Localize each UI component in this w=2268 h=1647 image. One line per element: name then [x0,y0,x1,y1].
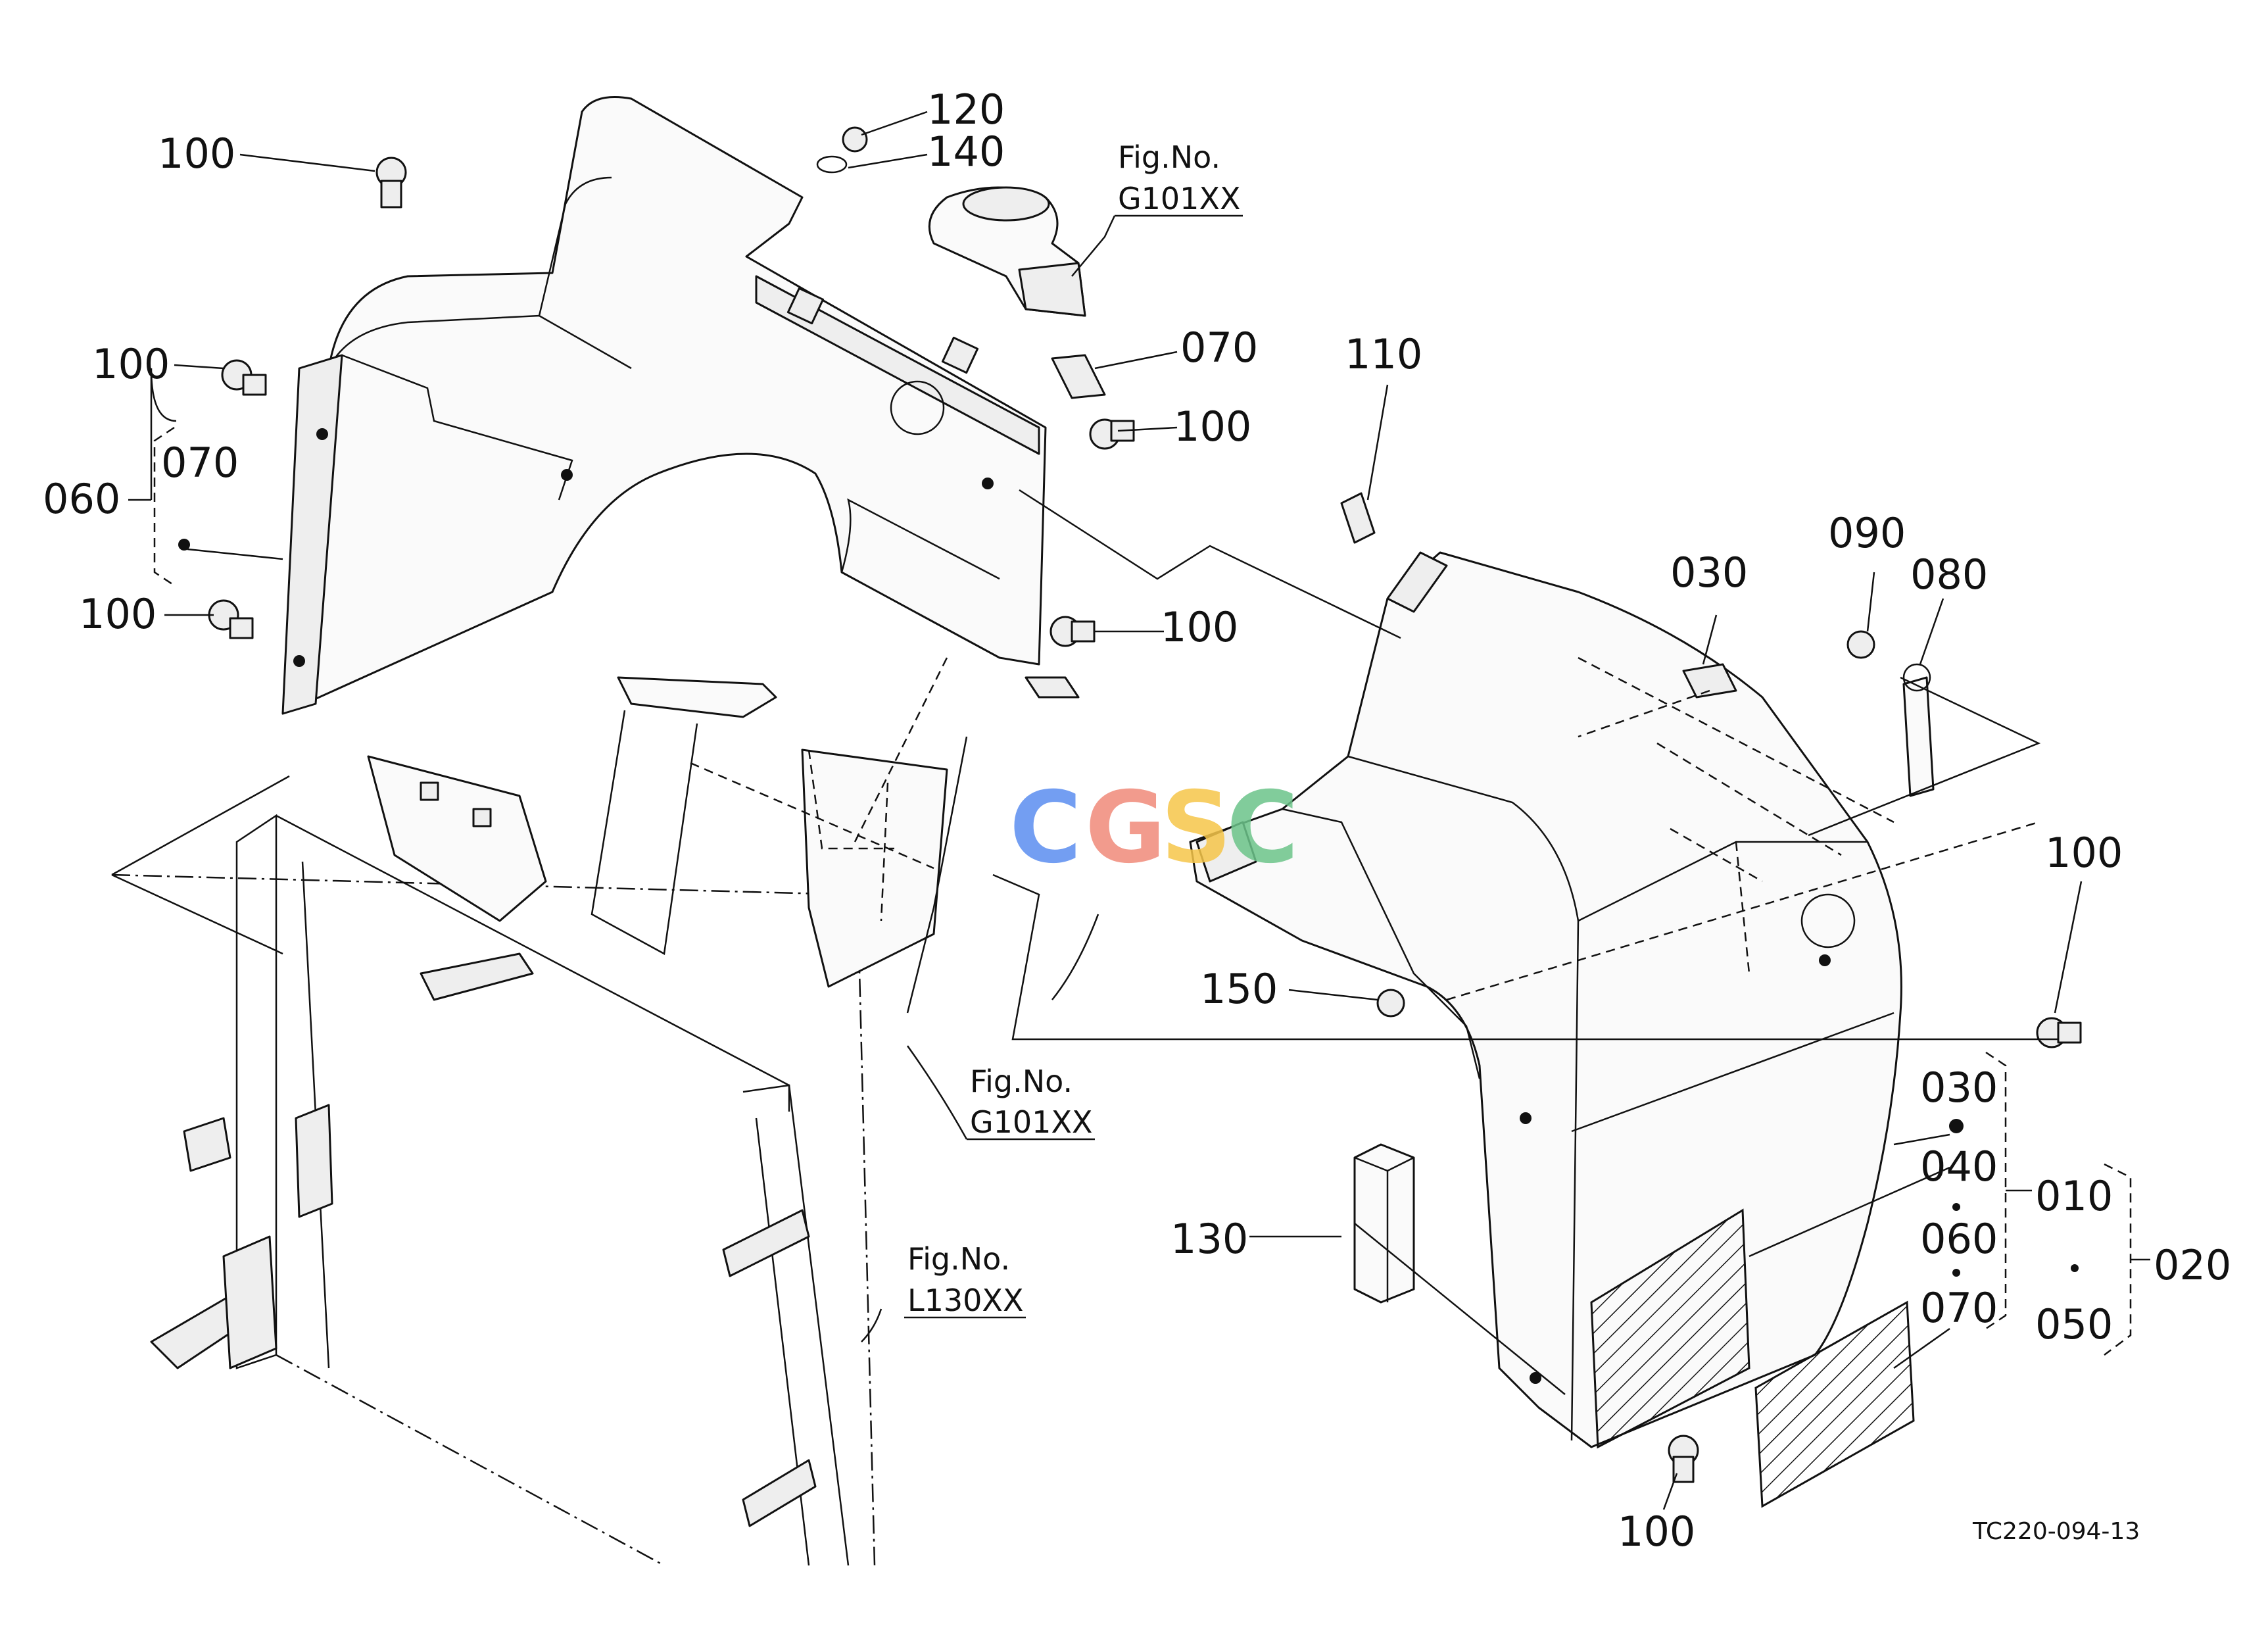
callout-100: 100 [1161,603,1238,651]
figure-reference-g101xx-mid: Fig.No. G101XX [906,1045,1095,1141]
figure-reference-g101xx-top: Fig.No. G101XX [1071,139,1243,277]
callout-110: 110 [1345,330,1422,378]
callout-050: 050 [2035,1300,2113,1348]
watermark-logo: C G S C [1009,771,1299,885]
fig-no-label: Fig.No. [970,1064,1073,1099]
callout-100: 100 [158,130,235,178]
group-bracket-020 [2104,1163,2132,1356]
reference-lines [111,489,2058,1395]
fig-no-code: G101XX [1118,181,1240,216]
watermark-letter: C [1009,771,1082,885]
callout-010: 010 [2035,1172,2113,1220]
left-upper-cover [281,96,1047,715]
group-bracket-060 [153,426,175,587]
watermark-letter: C [1226,771,1299,885]
callout-020: 020 [2154,1241,2231,1289]
watermark-letter: G [1085,771,1166,885]
fig-no-code: L130XX [907,1283,1023,1318]
strap-080 [1902,676,1935,797]
callout-070: 070 [161,439,239,487]
fig-no-code: G101XX [970,1104,1092,1140]
callout-040: 040 [1920,1143,1998,1191]
callout-070: 070 [1180,324,1258,372]
callout-030: 030 [1920,1064,1998,1112]
callout-030: 030 [1670,549,1748,597]
g101xx-reference-part [928,186,1086,317]
callout-060: 060 [1920,1215,1998,1263]
decal-050 [1754,1300,1915,1508]
callout-090: 090 [1828,509,1906,557]
callout-100: 100 [1174,403,1251,451]
callout-100: 100 [79,590,157,638]
fig-no-label: Fig.No. [1118,139,1220,175]
figure-reference-l130xx: Fig.No. L130XX [904,1241,1026,1319]
callout-120: 120 [927,86,1005,134]
callout-140: 140 [927,128,1005,176]
callout-100: 100 [2045,829,2123,877]
callout-080: 080 [1910,551,1988,599]
pad-130 [1353,1143,1415,1304]
decal-010 [1590,1208,1750,1449]
callout-060: 060 [43,475,120,523]
watermark-letter: S [1161,771,1232,885]
bracket-assembly [367,676,948,988]
right-fender-cover [1189,551,1902,1448]
callout-150: 150 [1200,965,1278,1013]
leader-lines [150,111,2083,1510]
fasteners [208,126,2082,1483]
callout-070: 070 [1920,1284,1998,1332]
fig-no-label: Fig.No. [907,1241,1010,1277]
callout-100: 100 [1618,1508,1695,1556]
drawing-code: TC220-094-13 [1972,1518,2140,1545]
callout-100: 100 [92,340,170,388]
callout-130: 130 [1170,1215,1248,1263]
